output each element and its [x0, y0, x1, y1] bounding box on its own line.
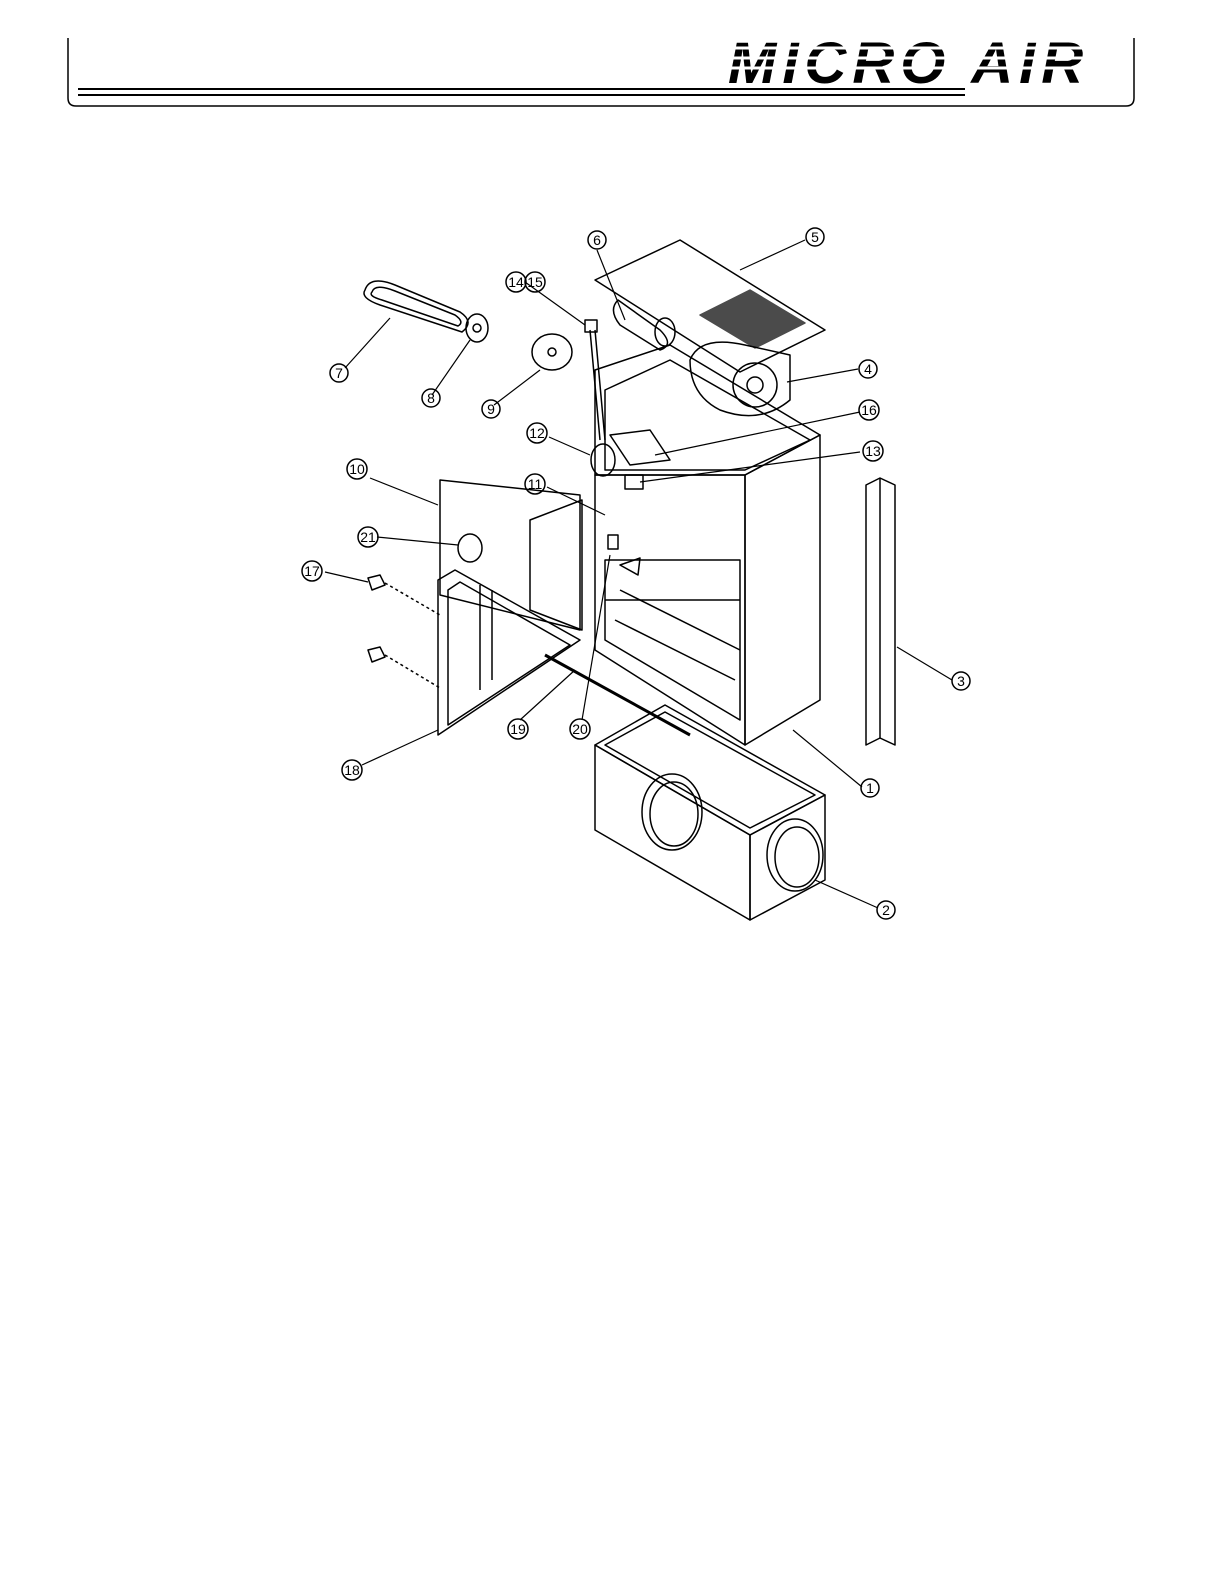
svg-text:10: 10	[349, 461, 365, 477]
part-pulley	[466, 314, 488, 342]
callout-14: 14	[506, 272, 526, 292]
callout-18: 18	[342, 760, 362, 780]
part-main-cabinet	[595, 345, 820, 745]
callout-21: 21	[358, 527, 378, 547]
svg-text:18: 18	[344, 762, 360, 778]
callout-11: 11	[525, 474, 545, 494]
exploded-parts-diagram: 1 2 3 4 5 6 7 8 9 10 11 12	[0, 0, 1225, 1000]
callout-20: 20	[570, 719, 590, 739]
part-clips	[368, 575, 440, 688]
svg-text:8: 8	[427, 390, 435, 406]
callout-8: 8	[422, 389, 440, 407]
callout-13: 13	[863, 441, 883, 461]
svg-text:9: 9	[487, 401, 495, 417]
svg-text:2: 2	[882, 902, 890, 918]
callout-3: 3	[952, 672, 970, 690]
svg-text:3: 3	[957, 673, 965, 689]
part-filter-panel	[438, 570, 580, 735]
svg-text:12: 12	[529, 425, 545, 441]
part-disc	[532, 334, 572, 370]
svg-text:15: 15	[527, 274, 543, 290]
part-blower-wheel	[690, 342, 790, 415]
svg-text:4: 4	[864, 361, 872, 377]
part-top-cover	[595, 240, 825, 372]
svg-text:11: 11	[528, 476, 543, 492]
svg-text:6: 6	[593, 232, 601, 248]
callout-2: 2	[877, 901, 895, 919]
svg-text:1: 1	[866, 780, 874, 796]
part-angle-bracket	[866, 478, 895, 745]
callout-19: 19	[508, 719, 528, 739]
part-plenum-box	[595, 705, 825, 920]
part-strip	[545, 655, 690, 735]
part-front-panel	[440, 480, 582, 630]
callout-15: 15	[525, 272, 545, 292]
part-switch-bracket	[608, 535, 640, 575]
part-belt	[364, 281, 468, 332]
svg-text:14: 14	[508, 274, 524, 290]
svg-text:16: 16	[861, 402, 877, 418]
svg-text:5: 5	[811, 229, 819, 245]
svg-text:19: 19	[510, 721, 526, 737]
callout-7: 7	[330, 364, 348, 382]
callout-10: 10	[347, 459, 367, 479]
svg-text:21: 21	[360, 529, 376, 545]
callout-1: 1	[861, 779, 879, 797]
callout-9: 9	[482, 400, 500, 418]
svg-text:17: 17	[304, 563, 320, 579]
callout-6: 6	[588, 231, 606, 249]
callout-4: 4	[859, 360, 877, 378]
svg-text:7: 7	[335, 365, 343, 381]
callout-17: 17	[302, 561, 322, 581]
callout-5: 5	[806, 228, 824, 246]
callout-16: 16	[859, 400, 879, 420]
svg-text:20: 20	[572, 721, 588, 737]
svg-text:13: 13	[865, 443, 881, 459]
callout-12: 12	[527, 423, 547, 443]
part-controls	[590, 330, 670, 489]
